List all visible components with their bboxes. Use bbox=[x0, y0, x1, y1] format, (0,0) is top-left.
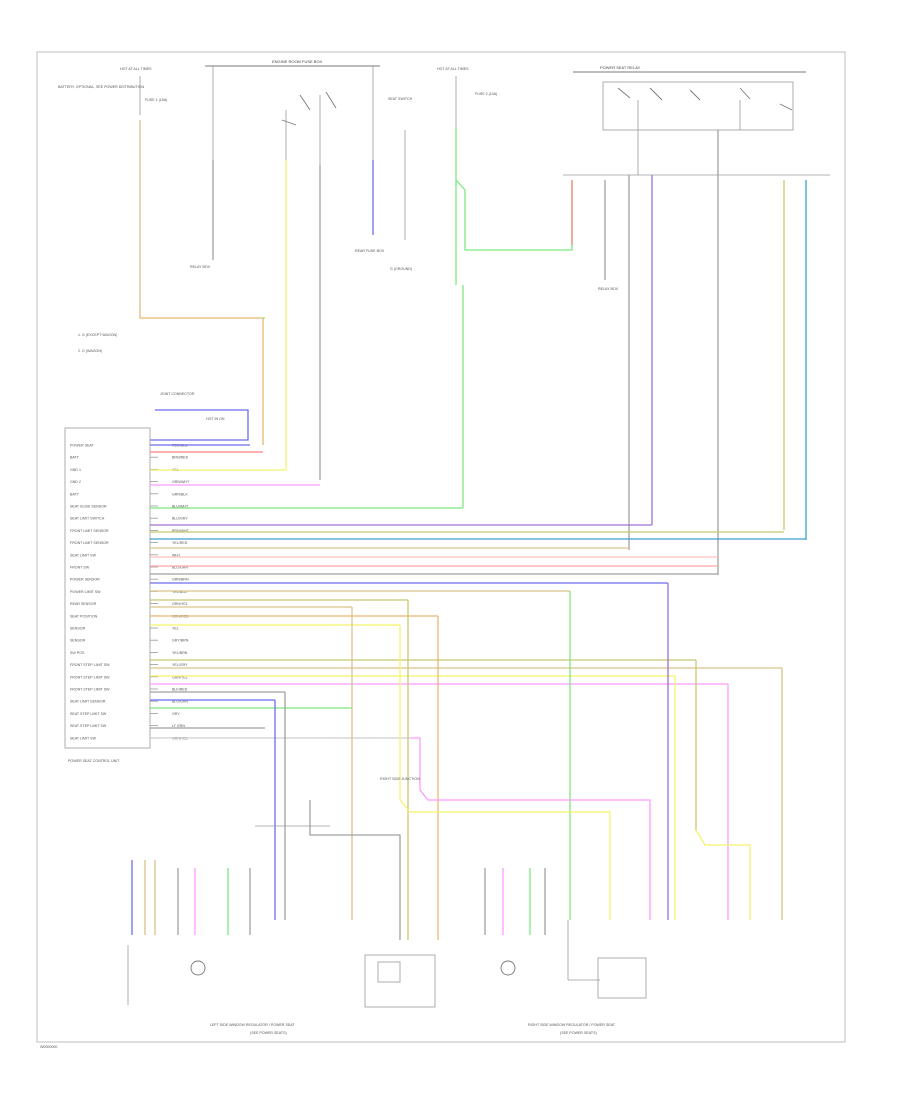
pin-name: SEAT STEP LIMIT SW bbox=[70, 724, 107, 728]
pin-name: GND 1 bbox=[70, 468, 81, 472]
pin-name: POWER LIMIT SW bbox=[70, 590, 101, 594]
pin-name: SEAT LIMIT SENSOR bbox=[70, 700, 106, 704]
pin-wire-color: YEL/BRN bbox=[172, 651, 188, 655]
pin-name: BATT bbox=[70, 492, 80, 496]
pin-name: SEAT LIMIT SWITCH bbox=[70, 517, 105, 521]
left-unit-label: LEFT SIDE WINDOW REGULATOR / POWER SEAT bbox=[210, 1023, 295, 1027]
pin-name: GND 2 bbox=[70, 480, 81, 484]
pin-name: SW POS bbox=[70, 651, 85, 655]
pin-name: FRONT SW bbox=[70, 566, 90, 570]
connector-top-label: JOINT CONNECTOR bbox=[160, 392, 195, 396]
pin-wire-color: BLK/RED bbox=[172, 688, 188, 692]
pin-wire-color: GRN/YEL bbox=[172, 675, 188, 679]
diagram-frame bbox=[36, 51, 846, 1043]
battery-note: BATTERY, OPTIONAL, SEE POWER DISTRIBUTIO… bbox=[58, 85, 144, 89]
pin-name: FRONT STEP LIMIT SW bbox=[70, 663, 110, 667]
pin-wire-color: YEL bbox=[172, 627, 179, 631]
pin-name: POWER SEAT bbox=[70, 444, 94, 448]
pin-name: SENSOR bbox=[70, 639, 86, 643]
pin-name: SEAT LIMIT SW bbox=[70, 553, 97, 557]
rear-fuse-ref: REAR FUSE BOX bbox=[355, 249, 385, 253]
pin-name: SEAT STEP LIMIT SW bbox=[70, 712, 107, 716]
pin-wire-color: BLU/GRN bbox=[172, 700, 188, 704]
right-unit-group: RIGHT SIDE WINDOW REGULATOR / POWER SEAT… bbox=[484, 868, 647, 1035]
figure-id: W0000000 bbox=[40, 1045, 57, 1049]
module-label: POWER SEAT CONTROL UNIT bbox=[68, 759, 120, 763]
right-unit-sub: (SEE POWER SEATS) bbox=[560, 1031, 597, 1035]
relay-box-label: RELAY BOX bbox=[190, 265, 211, 269]
pin-name: FRONT STEP LIMIT SW bbox=[70, 688, 110, 692]
pin-name: SEAT LIMIT SW bbox=[70, 736, 97, 740]
pin-wire-color: BLU/GRY bbox=[172, 517, 188, 521]
pin-name: SENSOR bbox=[70, 627, 86, 631]
right-unit-label: RIGHT SIDE WINDOW REGULATOR / POWER SEAT bbox=[528, 1023, 616, 1027]
pin-name: REAR SENSOR bbox=[70, 602, 97, 606]
pin-name: BATT bbox=[70, 456, 80, 460]
pin-wire-color: GRN/WHT bbox=[172, 480, 190, 484]
pin-name: SEAT POSITION bbox=[70, 614, 98, 618]
right-relay-ref: RELAY BOX bbox=[598, 287, 619, 291]
pin-wire-color: BRN/WHT bbox=[172, 529, 190, 533]
pin-name: FRONT STEP LIMIT SW bbox=[70, 675, 110, 679]
junction-label: RIGHT SIDE JUNCTION bbox=[380, 777, 420, 781]
pin-wire-color: YEL/GRY bbox=[172, 663, 188, 667]
pin-wire-color: LT GRN bbox=[172, 724, 185, 728]
ground-note: 1. G (EXCEPT WAGON) bbox=[78, 333, 117, 337]
rear-ground-ref: G (GROUND) bbox=[390, 267, 412, 271]
pin-wire-color: WHT bbox=[172, 553, 181, 557]
power-seat-relay-label: POWER SEAT RELAY bbox=[600, 65, 641, 70]
pin-wire-color: GRN/BLK bbox=[172, 492, 188, 496]
fuse-top-2-label: FUSE 2 (10A) bbox=[475, 92, 497, 96]
pin-wire-color: GRN/YEL bbox=[172, 602, 188, 606]
control-unit-box bbox=[64, 427, 151, 749]
hot-at-all-times-label-2: HOT AT ALL TIMES bbox=[437, 67, 469, 71]
pin-wire-color: GRY bbox=[172, 712, 180, 716]
pin-wire-color: YEL/BLU bbox=[172, 590, 187, 594]
pin-wire-color: YEL/RED bbox=[172, 541, 188, 545]
pin-wire-color: GRY/BRN bbox=[172, 639, 189, 643]
pin-wire-color: GRN/BRN bbox=[172, 578, 189, 582]
left-unit-sub: (SEE POWER SEATS) bbox=[250, 1031, 287, 1035]
pin-wire-color: BLU/WHT bbox=[172, 505, 189, 509]
seat-switch-label: SEAT SWITCH bbox=[388, 97, 413, 101]
fuse-top-1-label: FUSE 1 (15A) bbox=[145, 98, 167, 102]
pin-name: POWER SENSOR bbox=[70, 578, 100, 582]
left-unit-group: LEFT SIDE WINDOW REGULATOR / POWER SEAT … bbox=[127, 860, 436, 1035]
engine-fuse-box-label: ENGINE ROOM FUSE BOX bbox=[272, 59, 323, 64]
pin-name: FRONT LIMIT SENSOR bbox=[70, 541, 109, 545]
hot-at-all-times-label-1: HOT AT ALL TIMES bbox=[120, 67, 152, 71]
pin-wire-color: BRN/RED bbox=[172, 456, 189, 460]
svg-text:2. G (WAGON): 2. G (WAGON) bbox=[78, 349, 102, 353]
pin-wire-color: BLU/GRN bbox=[172, 566, 188, 570]
pin-name: SEAT SLIDE SENSOR bbox=[70, 505, 107, 509]
connector-note: HOT IN ON bbox=[206, 417, 225, 421]
pin-name: FRONT LIMIT SENSOR bbox=[70, 529, 109, 533]
